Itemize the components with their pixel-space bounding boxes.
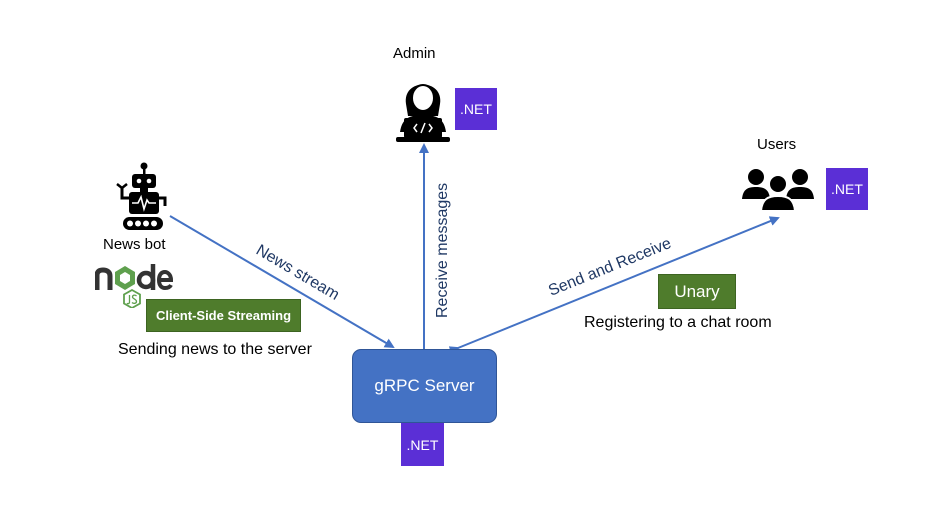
user-group-icon	[742, 165, 814, 213]
users-call-description: Registering to a chat room	[584, 314, 772, 331]
server-net-badge: .NET	[401, 423, 444, 466]
grpc-server-label: gRPC Server	[374, 376, 475, 395]
grpc-server-box: gRPC Server	[352, 349, 497, 423]
robot-icon	[113, 162, 167, 232]
news-bot-label: News bot	[103, 236, 166, 253]
users-net-badge: .NET	[826, 168, 868, 210]
unary-badge: Unary	[658, 274, 736, 309]
news-stream-arrow	[169, 215, 395, 349]
nodejs-logo	[94, 262, 174, 310]
developer-laptop-icon	[394, 70, 452, 144]
admin-label: Admin	[393, 45, 436, 62]
client-side-streaming-badge: Client-Side Streaming	[146, 299, 301, 332]
send-receive-arrow	[448, 216, 780, 356]
users-label: Users	[757, 136, 797, 153]
news-bot-description: Sending news to the server	[118, 341, 312, 358]
admin-net-badge: .NET	[455, 88, 497, 130]
receive-messages-label: Receive messages	[434, 183, 451, 318]
